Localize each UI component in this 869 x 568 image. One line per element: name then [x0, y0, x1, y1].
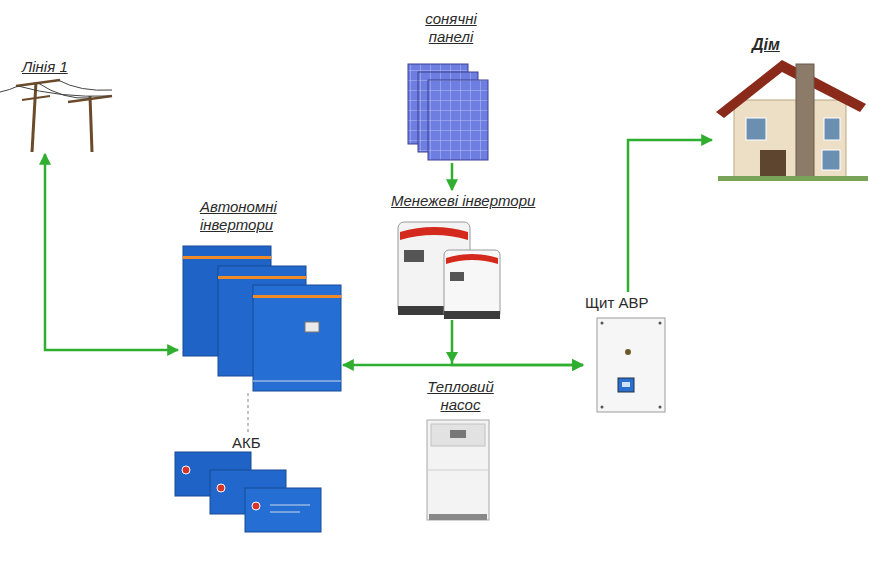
autonomous-inverters: Автономні інвертори: [178, 196, 343, 392]
node-label: сонячні панелі: [412, 10, 490, 46]
house: Дім: [712, 34, 869, 182]
node-label: АКБ: [232, 434, 261, 452]
autonomous-inverters: [183, 246, 341, 391]
dashed-link: [247, 392, 248, 432]
ats-panel: Щит АВР: [583, 292, 669, 414]
node-label: Тепловий насос: [418, 378, 503, 414]
power-flow-arrow: [628, 140, 712, 292]
batteries: [175, 452, 321, 532]
node-label: Автономні інвертори: [200, 198, 300, 234]
power-flow-arrow: [45, 154, 178, 350]
node-label: Лінія 1: [22, 58, 68, 76]
power-pole: [0, 80, 112, 152]
node-label: Щит АВР: [585, 294, 649, 312]
heat-pump: [427, 420, 489, 520]
heat-pump: Тепловий насос: [415, 376, 506, 522]
node-label: Дім: [752, 36, 780, 54]
power-flow-arrow: [452, 320, 583, 365]
grid-inverters: [398, 222, 500, 319]
house: [716, 60, 868, 181]
power-flow-arrow: [451, 163, 454, 190]
ats-panel: [597, 318, 665, 412]
battery-bank: АКБ: [172, 432, 322, 534]
node-label: Менежеві інвертори: [391, 192, 535, 210]
solar-panels: сонячні панелі: [405, 8, 497, 163]
power-line: Лінія 1: [18, 56, 118, 154]
solar-panels: [408, 64, 488, 160]
grid-inverters: Менежеві інвертори: [385, 190, 570, 320]
